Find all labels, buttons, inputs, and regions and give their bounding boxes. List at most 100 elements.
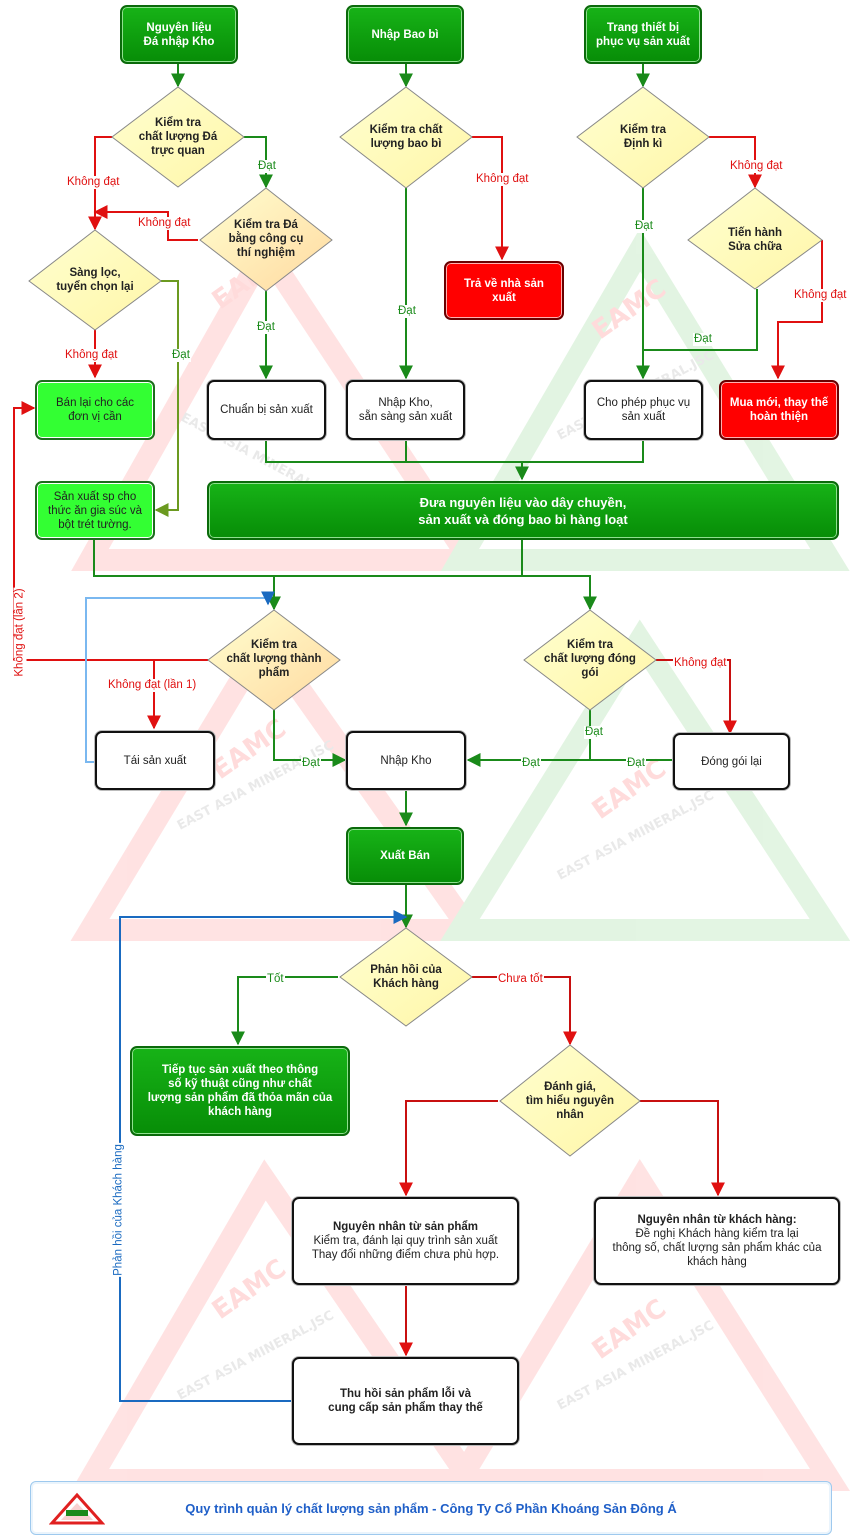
edge-label-dat: Đạt (634, 220, 654, 233)
node-tra-ve[interactable]: Trả về nhà sản xuất (444, 261, 564, 320)
edge (85, 591, 275, 763)
node-san-xuat-sp[interactable]: Sản xuất sp cho thức ăn gia súc và bột t… (35, 481, 155, 540)
footer-banner: Quy trình quản lý chất lượng sản phẩm - … (30, 1481, 832, 1535)
edge-label-dat: Đạt (626, 757, 646, 770)
node-nn-san-pham[interactable]: Nguyên nhân từ sản phẩm Kiểm tra, đánh l… (292, 1197, 519, 1285)
decision-shapes (28, 86, 823, 1157)
edge-label-khong-dat-lan2: Không đạt (lần 2) (13, 587, 27, 678)
edge-label-khong-dat-lan1: Không đạt (lần 1) (107, 679, 198, 692)
edge-label-chua-tot: Chưa tốt (497, 973, 544, 986)
edge-label-khong-dat: Không đạt (66, 176, 121, 189)
node-text: khách hàng (208, 1106, 272, 1118)
node-text: lượng sản phẩm đã thỏa mãn của (147, 1092, 333, 1104)
watermark-triangle-5 (70, 1159, 491, 1491)
node-text: thông số, chất lượng sản phẩm khác của (612, 1242, 822, 1254)
node-nhap-kho[interactable]: Nhập Kho (346, 731, 466, 790)
node-text: Đóng gói lại (701, 755, 762, 768)
node-text: Sản xuất sp cho (53, 490, 137, 503)
node-text: Đá nhập Kho (143, 35, 215, 48)
edge (472, 976, 577, 1046)
company-logo-icon (49, 1492, 105, 1525)
decision-kt-da-cong-cu (199, 187, 333, 292)
node-text: khách hàng (687, 1256, 747, 1268)
decision-tien-hanh (687, 187, 823, 290)
edge-label-dat: Đạt (171, 349, 191, 362)
node-text: Tiếp tục sản xuất theo thông (161, 1064, 319, 1076)
edge-label-dat: Đạt (301, 757, 321, 770)
node-text: Chuẩn bị sản xuất (220, 404, 313, 416)
edge-label-dat: Đạt (693, 333, 713, 346)
node-text: Kiểm tra, đánh lại quy trình sản xuất (313, 1235, 498, 1247)
edge (265, 440, 644, 463)
node-text: phục vụ sản xuất (596, 35, 690, 48)
edge (643, 289, 758, 351)
node-text: Cho phép phục vụ (596, 397, 691, 409)
node-tiep-tuc[interactable]: Tiếp tục sản xuất theo thông số kỹ thuật… (130, 1046, 350, 1136)
node-xuat-ban[interactable]: Xuất Bán (346, 827, 464, 885)
edge-label-khong-dat: Không đạt (673, 657, 728, 670)
node-text: Nhập Kho (380, 754, 432, 767)
edge-label-tot: Tốt (266, 973, 285, 986)
node-text: Xuất Bán (380, 850, 430, 862)
edge-label-khong-dat: Không đạt (64, 349, 119, 362)
node-text: Đề nghị Khách hàng kiểm tra lại (635, 1228, 799, 1240)
edge (399, 1100, 498, 1197)
edge-label-phan-hoi-kh: Phản hồi của Khách hàng (112, 1143, 126, 1277)
node-heading: Nguyên nhân từ khách hàng: (637, 1214, 797, 1226)
node-nhap-bao-bi[interactable]: Nhập Bao bì (346, 5, 464, 64)
node-text: Trả về nhà sản xuất (464, 277, 544, 304)
node-text: Nguyên liệu (146, 21, 212, 34)
decision-kt-bao-bi (339, 86, 473, 189)
edge (154, 280, 179, 517)
edge-label-dat: Đạt (521, 757, 541, 770)
node-heading: Nguyên nhân từ sản phẩm (332, 1221, 479, 1233)
node-text: Đưa nguyên liệu vào dây chuyền, (419, 494, 627, 510)
node-text: Nhập Kho, (378, 397, 433, 409)
edge (273, 710, 347, 767)
watermark-triangle-6 (440, 1159, 850, 1491)
node-text: hoàn thiện (749, 411, 809, 423)
decision-kt-thanh-pham (207, 609, 341, 711)
node-text: Thu hồi sản phẩm lỗi và (340, 1388, 471, 1400)
node-trang-thiet-bi[interactable]: Trang thiết bị phục vụ sản xuất (584, 5, 702, 64)
node-text: sẵn sàng sản xuất (358, 411, 453, 423)
edge-label-khong-dat: Không đạt (793, 289, 848, 302)
node-text: Nhập Bao bì (371, 28, 439, 41)
edge (13, 401, 208, 661)
node-cho-phep[interactable]: Cho phép phục vụ sản xuất (584, 380, 703, 440)
node-ban-lai[interactable]: Bán lại cho các đơn vị cần (35, 380, 155, 440)
edge (88, 136, 112, 231)
edge (472, 136, 509, 261)
node-nhap-kho-san-sang[interactable]: Nhập Kho, sẵn sàng sản xuất (346, 380, 465, 440)
node-text: sản xuất (621, 411, 666, 423)
node-dua-nguyen-lieu[interactable]: Đưa nguyên liệu vào dây chuyền, sản xuất… (207, 481, 839, 540)
decision-danh-gia (499, 1044, 641, 1157)
decision-kt-dong-goi (523, 609, 657, 711)
node-text: Mua mới, thay thế (729, 397, 829, 409)
edge (771, 240, 823, 380)
edge-label-dat: Đạt (257, 160, 277, 173)
node-nn-khach-hang[interactable]: Nguyên nhân từ khách hàng: Đề nghị Khách… (594, 1197, 840, 1285)
node-chuan-bi[interactable]: Chuẩn bị sản xuất (207, 380, 326, 440)
decision-kt-dinh-ki (576, 86, 710, 189)
node-text: Bán lại cho các (56, 397, 134, 409)
edge-label-dat: Đạt (256, 321, 276, 334)
node-mua-moi[interactable]: Mua mới, thay thế hoàn thiện (719, 380, 839, 440)
edge-label-khong-dat: Không đạt (475, 173, 530, 186)
edge (231, 976, 338, 1046)
decision-phan-hoi (339, 927, 473, 1027)
node-text: Tái sản xuất (123, 754, 187, 767)
decision-sang-loc (28, 229, 162, 331)
node-nguyen-lieu[interactable]: Nguyên liệu Đá nhập Kho (120, 5, 238, 64)
node-thu-hoi[interactable]: Thu hồi sản phẩm lỗi và cung cấp sản phẩ… (292, 1357, 519, 1445)
node-text: Trang thiết bị (606, 21, 680, 34)
edge (640, 1100, 725, 1197)
edge-label-khong-dat: Không đạt (137, 217, 192, 230)
node-text: đơn vị cần (68, 411, 122, 423)
node-text: Thay đổi những điểm chưa phù hợp. (311, 1249, 500, 1261)
node-tai-san-xuat[interactable]: Tái sản xuất (95, 731, 215, 790)
node-text: cung cấp sản phẩm thay thế (328, 1402, 483, 1414)
node-text: số kỹ thuật cũng như chất (168, 1078, 312, 1090)
node-dong-goi-lai[interactable]: Đóng gói lại (673, 733, 790, 790)
node-text: sản xuất và đóng bao bì hàng loạt (418, 511, 628, 527)
